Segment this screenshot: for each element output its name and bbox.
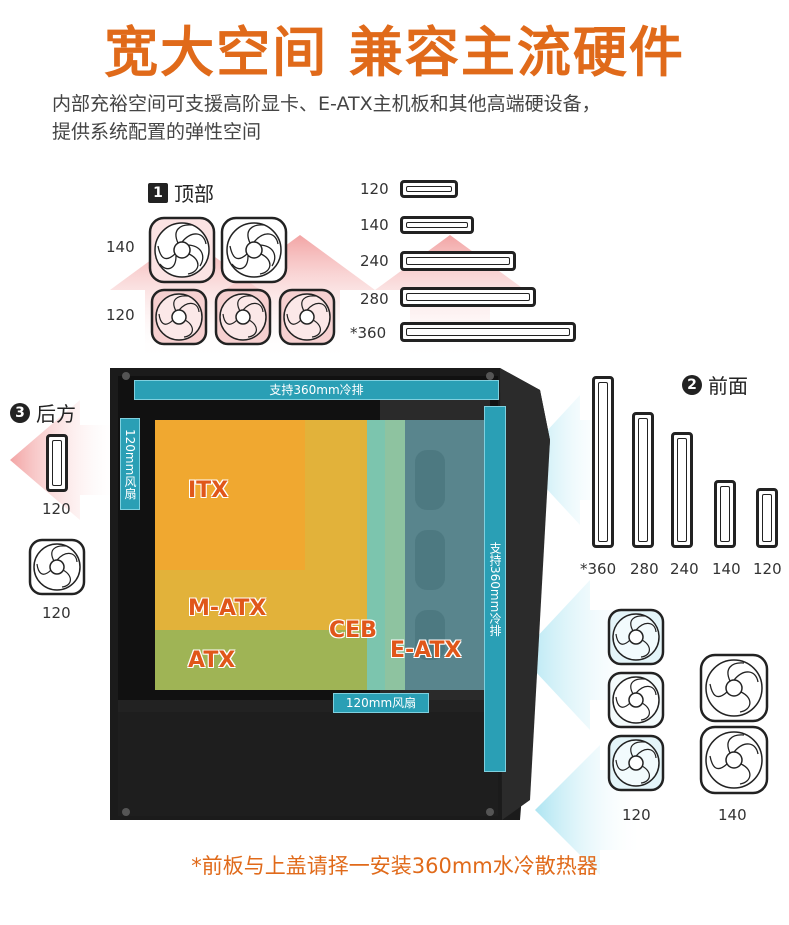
- fan-icon: [220, 216, 288, 284]
- section-number-badge: 2: [682, 374, 702, 395]
- top-140-fans: [148, 216, 288, 284]
- front-radiator-280: [632, 412, 654, 548]
- rear-radiator-120: [46, 434, 68, 492]
- rear-fan: [28, 538, 86, 596]
- section-rear-heading: 3 后方: [10, 398, 76, 427]
- top-radiator-360: [400, 322, 576, 342]
- front-radiator-label-280: 280: [630, 560, 659, 578]
- rear-fan-bar: 120mm风扇: [120, 418, 140, 510]
- section-front-heading: 2 前面: [682, 370, 748, 399]
- top-fan-row2-size: 120: [106, 306, 135, 324]
- fan-icon: [28, 538, 86, 596]
- board-label-matx: M-ATX: [188, 596, 267, 621]
- top-radiator-label-140: 140: [360, 216, 389, 234]
- fan-icon: [607, 671, 665, 729]
- top-radiator-label-240: 240: [360, 252, 389, 270]
- fan-icon: [699, 653, 769, 723]
- fan-icon: [699, 725, 769, 795]
- front-radiator-label-240: 240: [670, 560, 699, 578]
- ceb-area: [367, 420, 385, 690]
- front-intake-arrow-1: [520, 395, 610, 525]
- top-radiator-140: [400, 216, 474, 234]
- front-radiator-240: [671, 432, 693, 548]
- top-radiator-bar: 支持360mm冷排: [134, 380, 499, 400]
- eatx-area: [385, 420, 485, 690]
- section-rear-label: 后方: [36, 402, 76, 426]
- description-line-2: 提供系统配置的弹性空间: [52, 121, 262, 143]
- top-radiator-280: [400, 287, 536, 307]
- section-number-badge: 3: [10, 402, 30, 423]
- footer-note: *前板与上盖请择一安装360mm水冷散热器: [191, 854, 598, 878]
- front-fan-size-140: 140: [718, 806, 747, 824]
- rear-slot-size: 120: [42, 500, 71, 518]
- front-140-fans: [699, 653, 769, 795]
- front-radiator-bar: 支持360mm冷排: [484, 406, 506, 772]
- top-radiator-label-360: *360: [350, 324, 387, 342]
- board-label-eatx: E-ATX: [390, 638, 462, 663]
- section-top-label: 顶部: [174, 182, 214, 206]
- fan-icon: [607, 734, 665, 792]
- top-radiator-120: [400, 180, 458, 198]
- front-radiator-label-120: 120: [753, 560, 782, 578]
- front-radiator-140: [714, 480, 736, 548]
- top-radiator-label-120: 120: [360, 180, 389, 198]
- fan-icon: [148, 216, 216, 284]
- front-radiator-360: [592, 376, 614, 548]
- front-120-fans: [607, 608, 665, 792]
- fan-icon: [278, 288, 336, 346]
- rear-fan-size: 120: [42, 604, 71, 622]
- fan-icon: [607, 608, 665, 666]
- section-number-badge: 1: [148, 182, 168, 203]
- front-radiator-label-140: 140: [712, 560, 741, 578]
- page-title: 宽大空间 兼容主流硬件: [104, 21, 685, 84]
- front-radiator-120: [756, 488, 778, 548]
- itx-area: [155, 420, 305, 570]
- front-radiator-label-360: *360: [580, 560, 617, 578]
- bottom-fan-bar: 120mm风扇: [333, 693, 429, 713]
- fan-icon: [214, 288, 272, 346]
- description-line-1: 内部充裕空间可支援高阶显卡、E-ATX主机板和其他高端硬设备，: [52, 93, 601, 115]
- top-radiator-240: [400, 251, 516, 271]
- board-label-atx: ATX: [188, 648, 236, 673]
- board-label-ceb: CEB: [329, 618, 377, 643]
- board-label-itx: ITX: [188, 478, 229, 503]
- top-fan-row1-size: 140: [106, 238, 135, 256]
- top-120-fans: [150, 288, 336, 346]
- fan-icon: [150, 288, 208, 346]
- section-front-label: 前面: [708, 374, 748, 398]
- section-top-heading: 1 顶部: [148, 178, 214, 207]
- front-fan-size-120: 120: [622, 806, 651, 824]
- top-radiator-label-280: 280: [360, 290, 389, 308]
